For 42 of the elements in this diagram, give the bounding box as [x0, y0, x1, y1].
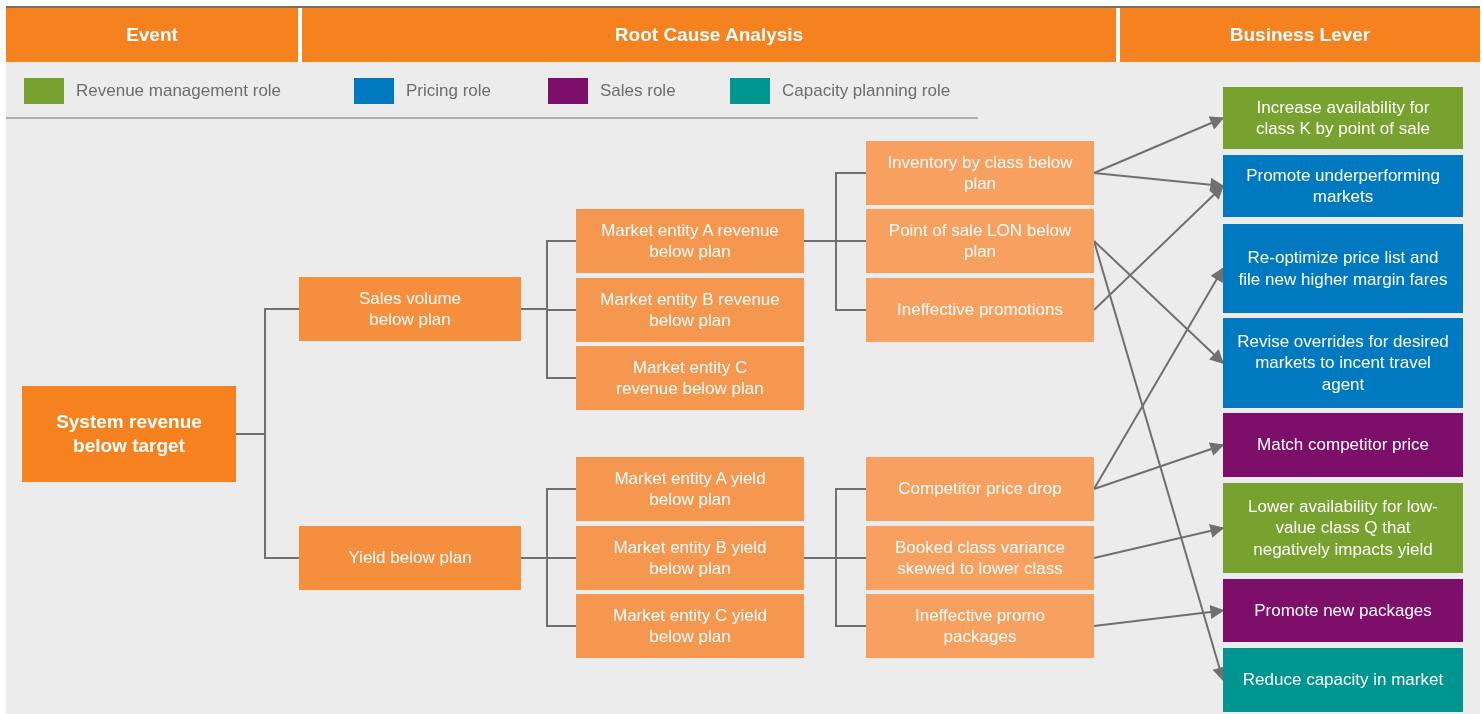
- cause-box: Market entity C revenue below plan: [576, 346, 804, 410]
- arrow: [1093, 442, 1225, 490]
- cause-box: Competitor price drop: [866, 457, 1094, 521]
- cause-box: Ineffective promotions: [866, 278, 1094, 342]
- bracket-connector: [235, 433, 300, 559]
- lever-box: Lower availability for low-value class Q that negatively impacts yield: [1223, 483, 1463, 573]
- bracket-connector: [520, 308, 577, 379]
- cause-box: Market entity B yield below plan: [576, 526, 804, 590]
- lever-box: Promote underperforming markets: [1223, 155, 1463, 217]
- legend-label: Revenue management role: [76, 81, 282, 101]
- lever-box: Match competitor price: [1223, 413, 1463, 477]
- arrow: [1093, 240, 1224, 364]
- arrow: [1093, 116, 1225, 174]
- column-header: Event: [6, 8, 298, 62]
- cause-box: Point of sale LON below plan: [866, 209, 1094, 273]
- cause-box: Inventory by class below plan: [866, 141, 1094, 205]
- column-header: Root Cause Analysis: [302, 8, 1116, 62]
- arrow: [1093, 267, 1224, 490]
- bracket-connector: [520, 557, 577, 627]
- arrow: [1093, 185, 1224, 311]
- lever-box: Promote new packages: [1223, 579, 1463, 642]
- bracket-connector: [803, 557, 867, 627]
- cause-box: Market entity C yield below plan: [576, 594, 804, 658]
- event-box: System revenue below target: [22, 386, 236, 482]
- cause-box: Ineffective promo packages: [866, 594, 1094, 658]
- column-header: Business Lever: [1120, 8, 1480, 62]
- cause-box: Market entity B revenue below plan: [576, 278, 804, 342]
- cause-box: Sales volume below plan: [299, 277, 521, 341]
- cause-box: Yield below plan: [299, 526, 521, 590]
- lever-box: Increase availability for class K by point of sale: [1223, 87, 1463, 149]
- legend-label: Capacity planning role: [782, 81, 951, 101]
- lever-box: Reduce capacity in market: [1223, 648, 1463, 712]
- arrow: [1093, 172, 1225, 192]
- arrow: [1093, 605, 1225, 627]
- cause-box: Market entity A revenue below plan: [576, 209, 804, 273]
- lever-box: Revise overrides for desired markets to incent travel agent: [1223, 318, 1463, 408]
- legend-label: Pricing role: [406, 81, 492, 101]
- cause-box: Market entity A yield below plan: [576, 457, 804, 521]
- cause-box: Booked class variance skewed to lower class: [866, 526, 1094, 590]
- legend-label: Sales role: [600, 81, 676, 101]
- arrow: [1093, 524, 1225, 559]
- lever-box: Re-optimize price list and file new higher margin fares: [1223, 224, 1463, 313]
